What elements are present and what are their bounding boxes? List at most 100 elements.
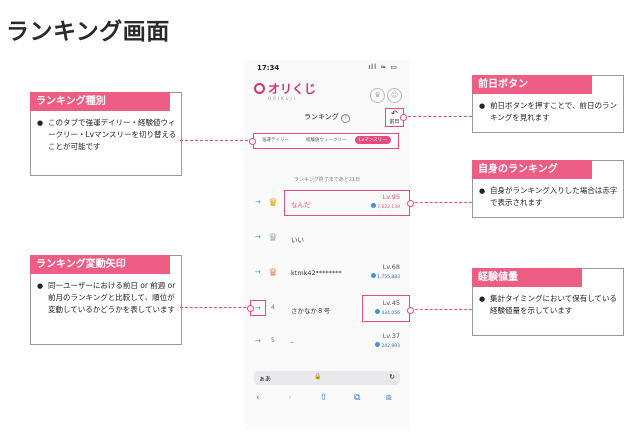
signal-wifi-battery-icon: ıll ≈ ▭ [368,63,398,71]
connector-dot [407,200,414,207]
rank-change-arrow-icon: → [255,198,261,206]
ranking-title-text: ランキング [303,113,339,121]
user-icon[interactable]: ☺ [387,88,402,103]
gold-crown-icon: ♛ [268,196,278,209]
bullet-icon: ● [37,282,44,290]
user-level: Lv.45 [382,299,400,307]
callout-text: 自身がランキング入りした場合は赤字で表示されます [490,186,618,207]
callout-ranking-type: ランキング種別 ● このタブで強運デイリー・経験値ウィークリー・Lvマンスリーを… [30,92,182,176]
bullet-icon: ● [37,119,44,127]
user-level: Lv.37 [382,332,400,340]
user-exp-value: 7,622,139 [377,205,400,210]
status-bar: 17:34 ıll ≈ ▭ [244,60,410,76]
ranking-row-4[interactable]: → 4 さかなか８号 Lv.45 434,056 [244,294,410,324]
exp-icon [371,203,377,208]
app-logo[interactable]: オリくじ ORIKUJI [254,80,316,101]
connector-ranking-type [180,138,256,145]
phone-screenshot: 17:34 ıll ≈ ▭ オリくじ ORIKUJI ♛☺ ランキング ? ↶ … [244,60,410,430]
exp-highlight [362,295,410,322]
ranking-row-2[interactable]: → ♛ いい [244,223,410,253]
connector-previous-day [400,114,472,121]
ranking-end-notice: ランキング終了まであと21日 [293,177,361,183]
logo-text: オリくじ [268,82,317,96]
connector-rank-change-arrow [180,305,254,312]
callout-self-ranking: 自身のランキング ● 自身がランキング入りした場合は赤字で表示されます [472,160,624,218]
text-size-button[interactable]: ぁあ [259,376,272,383]
tabs-icon[interactable]: ⧈ [386,393,392,403]
reload-icon[interactable]: ↻ [389,373,395,381]
callout-body: ● このタブで強運デイリー・経験値ウィークリー・Lvマンスリーを切り替えることが… [37,117,177,153]
browser-toolbar: ‹ › ⇧ ⧉ ⧈ [244,393,410,409]
rank-change-arrow-icon: → [255,268,261,276]
callout-body: ● 集計タイミングにおいて保有している経験値量を示しています [479,293,619,317]
silver-crown-icon: ♛ [268,231,278,244]
connector-self-ranking [407,200,472,207]
user-name: さかなか８号 [291,307,330,315]
user-exp-value: 434,056 [381,311,400,316]
header-icons: ♛☺ [368,82,402,103]
user-level: Lv.68 [382,263,400,271]
callout-title: ランキング種別 [30,92,170,111]
connector-dot [247,305,254,312]
user-name: - [291,338,294,346]
undo-arrow-icon: ↶ [391,109,398,118]
tab-luck-daily[interactable]: 強運デイリー [262,138,289,143]
callout-title: ランキング変動矢印 [30,255,170,274]
ranking-row-1[interactable]: → ♛ なんだ Lv.95 7,622,139 [244,188,410,218]
user-level: Lv.95 [382,193,400,201]
lock-icon: 🔒 [314,373,322,380]
bullet-icon: ● [479,187,486,195]
callout-title: 前日ボタン [472,75,592,94]
logo-mark-icon [254,83,265,94]
callout-body: ● 同一ユーザーにおける前日 or 前週 or 前月のランキングと比較して、順位… [37,280,177,316]
ranking-title: ランキング ? [244,112,410,123]
callout-text: 前日ボタンを押すことで、前日のランキングを見れます [490,101,617,122]
rank-number: 5 [271,337,275,344]
self-ranking-highlight [284,190,410,216]
forward-icon[interactable]: › [288,393,292,403]
tab-exp-weekly[interactable]: 経験値ウィークリー [306,138,347,143]
ranking-type-tabs: 強運デイリー 経験値ウィークリー Lvマンスリー [253,133,399,149]
user-exp: 434,056 [375,309,400,316]
bronze-crown-icon: ♛ [268,266,278,279]
status-time: 17:34 [257,64,280,72]
connector-dot [407,307,414,314]
user-exp: 242,993 [375,342,400,349]
user-exp-value: 242,993 [381,344,400,349]
callout-body: ● 前日ボタンを押すことで、前日のランキングを見れます [479,100,619,124]
user-exp: 7,622,139 [371,203,400,210]
browser-url-bar[interactable]: ぁあ 🔒 ↻ [254,371,400,385]
exp-icon [371,273,377,278]
bullet-icon: ● [479,102,486,110]
bullet-icon: ● [479,295,486,303]
connector-exp [407,307,472,314]
ranking-row-5[interactable]: → 5 - Lv.37 242,993 [244,327,410,357]
ranking-row-3[interactable]: → ♛ ktmk42******** Lv.68 1,755,883 [244,258,410,288]
user-exp: 1,755,883 [371,273,400,280]
user-name: なんだ [291,201,311,209]
exp-icon [375,342,381,347]
rank-number: 4 [271,304,275,311]
callout-previous-day: 前日ボタン ● 前日ボタンを押すことで、前日のランキングを見れます [472,75,624,133]
rank-change-arrow-icon: → [255,337,261,345]
bookmarks-icon[interactable]: ⧉ [354,393,361,403]
help-icon[interactable]: ? [341,114,351,123]
rank-change-arrow-icon: → [255,233,261,241]
callout-title: 自身のランキング [472,160,592,179]
user-exp-value: 1,755,883 [377,275,400,280]
callout-body: ● 自身がランキング入りした場合は赤字で表示されます [479,185,619,209]
callout-text: 集計タイミングにおいて保有している経験値量を示しています [490,294,618,315]
user-name: いい [291,236,304,244]
callout-text: 同一ユーザーにおける前日 or 前週 or 前月のランキングと比較して、順位が変… [48,281,176,314]
callout-title: 経験値量 [472,268,582,287]
exp-icon [375,309,381,314]
crown-icon[interactable]: ♛ [370,88,385,103]
callout-exp: 経験値量 ● 集計タイミングにおいて保有している経験値量を示しています [472,268,624,336]
tab-lv-monthly[interactable]: Lvマンスリー [355,136,391,144]
back-icon[interactable]: ‹ [256,393,260,403]
share-icon[interactable]: ⇧ [320,393,328,403]
connector-dot [400,114,407,121]
callout-text: このタブで強運デイリー・経験値ウィークリー・Lvマンスリーを切り替えることが可能… [48,118,177,151]
callout-rank-change-arrow: ランキング変動矢印 ● 同一ユーザーにおける前日 or 前週 or 前月のランキ… [30,255,182,345]
rank-change-arrow-icon: → [255,304,261,312]
